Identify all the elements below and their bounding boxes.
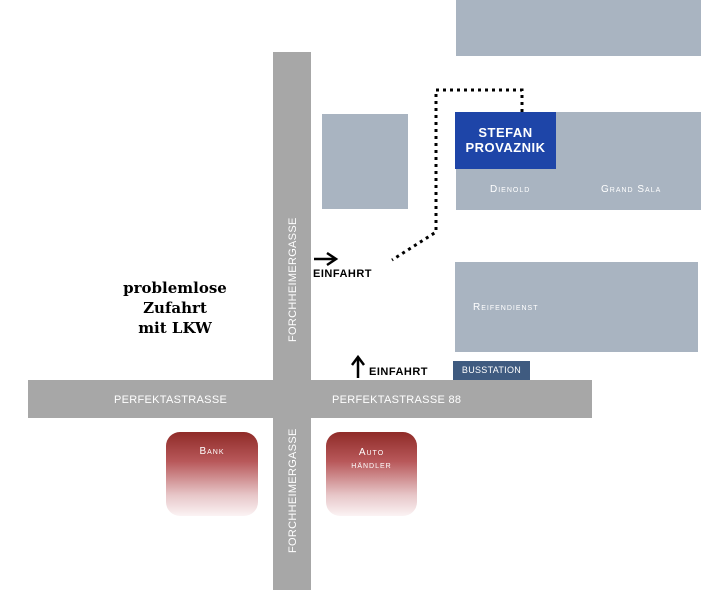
arrow-up-icon [351, 354, 365, 378]
road-label-perfektastrasse-88: PERFEKTASTRASSE 88 [332, 394, 462, 406]
company-name-line2: PROVAZNIK [465, 140, 546, 155]
busstation-sign: BUSSTATION [453, 361, 530, 380]
access-note-line2: Zufahrt [143, 299, 207, 317]
shop-autohaendler-label: Auto händler [326, 446, 417, 472]
road-label-forchheimergasse-upper: FORCHHEIMERGASSE [287, 217, 299, 342]
access-note-line3: mit LKW [138, 319, 212, 337]
road-perfektastrasse [28, 380, 592, 418]
building-reifendienst [455, 262, 698, 352]
shop-autohaendler-label-line2: händler [351, 460, 392, 471]
company-stefan-provaznik[interactable]: STEFAN PROVAZNIK [455, 112, 556, 169]
building-top-right [456, 0, 701, 56]
company-name-line1: STEFAN [478, 125, 533, 140]
shop-autohaendler-label-line1: Auto [358, 447, 385, 458]
einfahrt-label-bottom: EINFAHRT [369, 366, 428, 378]
shop-bank[interactable]: Bank [166, 432, 258, 516]
road-label-forchheimergasse-lower: FORCHHEIMERGASSE [287, 428, 299, 553]
arrow-right-icon [314, 251, 339, 267]
access-note-line1: problemlose [123, 279, 227, 297]
road-label-perfektastrasse: PERFEKTASTRASSE [114, 394, 228, 406]
road-forchheimergasse [273, 52, 311, 590]
shop-bank-label: Bank [199, 446, 225, 457]
reifendienst-label: Reifendienst [473, 302, 539, 313]
grand-sala-label: Grand Sala [601, 184, 662, 195]
access-note: problemlose Zufahrt mit LKW [108, 278, 242, 338]
building-small-center [322, 114, 408, 209]
dienold-label: Dienold [490, 184, 531, 195]
einfahrt-label-side: EINFAHRT [313, 268, 372, 280]
shop-autohaendler[interactable]: Auto händler [326, 432, 417, 516]
dotted-route-line [391, 88, 524, 262]
